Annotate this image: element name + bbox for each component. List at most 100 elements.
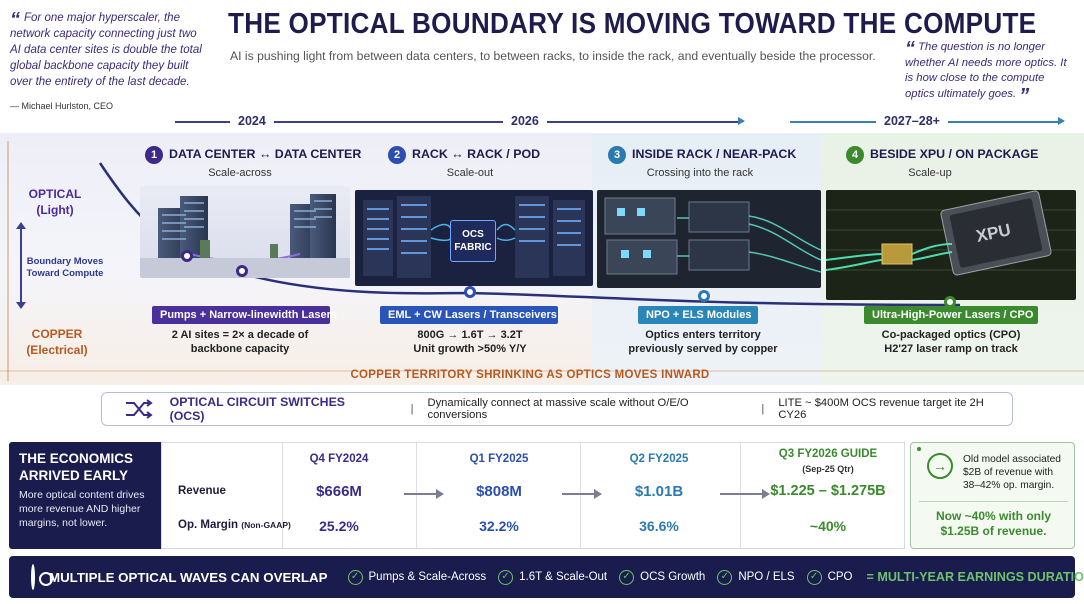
ocs-separator: | — [761, 403, 765, 415]
timeline-arrow-icon — [1058, 117, 1065, 125]
table-divider — [580, 443, 581, 548]
boundary-node-dot — [181, 250, 193, 262]
copper-label: COPPER (Electrical) — [26, 327, 88, 357]
boundary-label: Boundary Moves Toward Compute — [26, 256, 104, 279]
ocs-revenue-target: LITE ~ $400M OCS revenue target ite 2H C… — [778, 397, 984, 421]
footer-item: ✓OCS Growth — [619, 569, 705, 585]
stage-3-nearpack-illustration — [597, 190, 821, 288]
arrow-circle-icon: → — [927, 453, 953, 479]
page-subtitle: AI is pushing light from between data ce… — [230, 49, 876, 63]
margin-comparison-panel: → Old model associated $2B of revenue wi… — [910, 442, 1075, 549]
stage-1-datacenter-illustration — [140, 186, 350, 278]
stage-4-subtitle: Scale-up — [908, 167, 952, 179]
arrow-right-icon — [720, 489, 770, 499]
margin-value: 36.6% — [639, 518, 679, 534]
footer-item: ✓CPO — [806, 569, 852, 585]
new-model-text: Now ~40% with only $1.25B of revenue. — [935, 509, 1052, 538]
check-icon: ✓ — [498, 569, 514, 585]
shuffle-icon — [126, 399, 153, 419]
stage-number-badge: 1 — [145, 146, 163, 164]
margin-value: ~40% — [809, 518, 847, 534]
quote-right: “ The question is no longer whether AI n… — [905, 38, 1077, 106]
boundary-vertical-arrow — [20, 226, 22, 306]
footer-item: ✓Pumps & Scale-Across — [347, 569, 486, 585]
quote-right-text: The question is no longer whether AI nee… — [905, 41, 1067, 100]
ocs-title: OPTICAL CIRCUIT SWITCHES (OCS) — [169, 395, 345, 423]
stage-4-xpu-illustration: XPU — [826, 190, 1076, 300]
footer-item: ✓1.6T & Scale-Out — [498, 569, 607, 585]
check-icon: ✓ — [717, 569, 733, 585]
stage-4-technology-pill: Ultra-High-Power Lasers / CPO — [864, 306, 1038, 324]
corner-dot — [917, 447, 921, 451]
stage-2-technology-pill: EML + CW Lasers / Transceivers — [380, 306, 558, 324]
quarter-header: Q1 FY2025 — [469, 453, 529, 465]
ocs-fabric-box: OCS FABRIC — [450, 220, 496, 262]
revenue-value: $666M — [316, 483, 362, 500]
footer-title: MULTIPLE OPTICAL WAVES CAN OVERLAP — [49, 569, 328, 585]
stage-1-subtitle: Scale-across — [208, 167, 272, 179]
boundary-node-dot — [698, 290, 710, 302]
boundary-node-dot — [464, 286, 476, 298]
quote-mark-icon: “ — [10, 9, 20, 31]
page-title: THE OPTICAL BOUNDARY IS MOVING TOWARD TH… — [228, 8, 1037, 40]
quote-left: “For one major hyperscaler, the network … — [10, 10, 205, 114]
check-icon: ✓ — [619, 569, 635, 585]
stage-number-badge: 3 — [608, 146, 626, 164]
old-model-text: Old model associated $2B of revenue with… — [963, 454, 1061, 491]
table-divider — [416, 443, 417, 548]
economics-body: More optical content drives more revenue… — [19, 489, 145, 529]
check-icon: ✓ — [806, 569, 822, 585]
revenue-value: $808M — [476, 483, 522, 500]
stage-3-technology-pill: NPO + ELS Modules — [638, 306, 758, 324]
stage-number-badge: 2 — [388, 146, 406, 164]
timeline-year-2027: 2027–28+ — [876, 114, 948, 128]
ocs-bar: OPTICAL CIRCUIT SWITCHES (OCS) | Dynamic… — [101, 392, 1013, 426]
economics-heading: THE ECONOMICS ARRIVED EARLY — [19, 451, 134, 483]
timeline-line — [175, 121, 740, 123]
stage-3-subtitle: Crossing into the rack — [646, 167, 754, 179]
quote-left-text: For one major hyperscaler, the network c… — [10, 12, 202, 88]
quote-close-icon: ” — [1019, 84, 1030, 107]
arrow-right-icon — [404, 489, 444, 499]
timeline-arrow-icon — [738, 117, 745, 125]
quarter-header: Q3 FY2026 GUIDE — [778, 448, 878, 460]
table-divider — [740, 443, 741, 548]
arrow-down-icon — [16, 302, 26, 309]
quote-mark-icon: “ — [905, 38, 915, 60]
quarter-header: Q2 FY2025 — [629, 453, 689, 465]
footer-item: ✓NPO / ELS — [717, 569, 795, 585]
footer-conclusion: = MULTI-YEAR EARNINGS DURATION — [866, 570, 1084, 584]
timeline-year-2024: 2024 — [230, 114, 274, 128]
revenue-value: $1.225 – $1.275B — [770, 483, 886, 499]
stage-4-description: Co-packaged optics (CPO)H2'27 laser ramp… — [881, 329, 1021, 355]
check-icon: ✓ — [347, 569, 363, 585]
timeline-year-2026: 2026 — [503, 114, 547, 128]
arrow-right-icon — [562, 489, 602, 499]
stage-1-technology-pill: Pumps + Narrow-linewidth Lasers — [152, 306, 337, 324]
table-divider — [282, 443, 283, 548]
quote-attribution: — Michael Hurlston, CEO — [10, 101, 114, 111]
economics-table: Revenue Op. Margin (Non-GAAP) Q4 FY2024 … — [161, 442, 905, 549]
ocs-description: Dynamically connect at massive scale wit… — [427, 397, 689, 421]
copper-territory-note: COPPER TERRITORY SHRINKING AS OPTICS MOV… — [350, 369, 710, 381]
margin-value: 25.2% — [319, 518, 359, 534]
revenue-row-label: Revenue — [178, 485, 226, 497]
revenue-value: $1.01B — [634, 483, 684, 500]
margin-value: 32.2% — [479, 518, 519, 534]
quarter-header: Q4 FY2024 — [309, 453, 369, 465]
target-icon — [31, 564, 53, 590]
economics-summary-panel: THE ECONOMICS ARRIVED EARLY More optical… — [9, 442, 161, 549]
quarter-note: (Sep-25 Qtr) — [802, 464, 854, 474]
panel-divider — [919, 501, 1068, 502]
margin-row-label: Op. Margin (Non-GAAP) — [178, 519, 291, 531]
stage-number-badge: 4 — [846, 146, 864, 164]
stage-2-subtitle: Scale-out — [446, 167, 494, 179]
stage-2-racks-illustration — [355, 190, 593, 286]
